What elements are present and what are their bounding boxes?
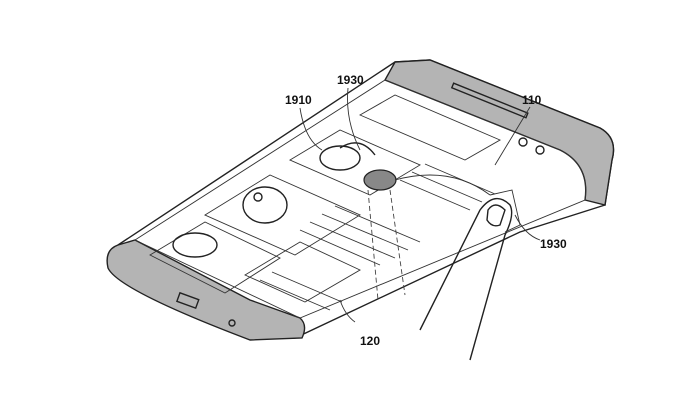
label-120: 120 — [360, 334, 380, 348]
right-end-cap — [384, 59, 615, 206]
earbud-image — [172, 232, 218, 258]
sensor-icon — [535, 145, 545, 155]
screen-content — [149, 94, 502, 311]
left-end-cap — [106, 239, 306, 341]
camera-icon — [518, 137, 528, 147]
speaker-slot-icon — [450, 82, 529, 119]
label-1910: 1910 — [285, 93, 312, 107]
finger — [419, 189, 521, 361]
label-1930-top: 1930 — [337, 73, 364, 87]
earbud-image — [319, 145, 361, 171]
label-110: 110 — [522, 93, 542, 107]
port-icon — [175, 291, 200, 310]
leader-lines — [299, 87, 541, 323]
screen-outline — [134, 79, 587, 319]
earbud-image — [242, 186, 288, 224]
selected-icon-1930 — [363, 169, 397, 191]
mic-hole-icon — [228, 319, 236, 327]
device-body — [106, 59, 615, 341]
projection-lines — [367, 174, 491, 301]
label-1930-side: 1930 — [540, 237, 567, 251]
